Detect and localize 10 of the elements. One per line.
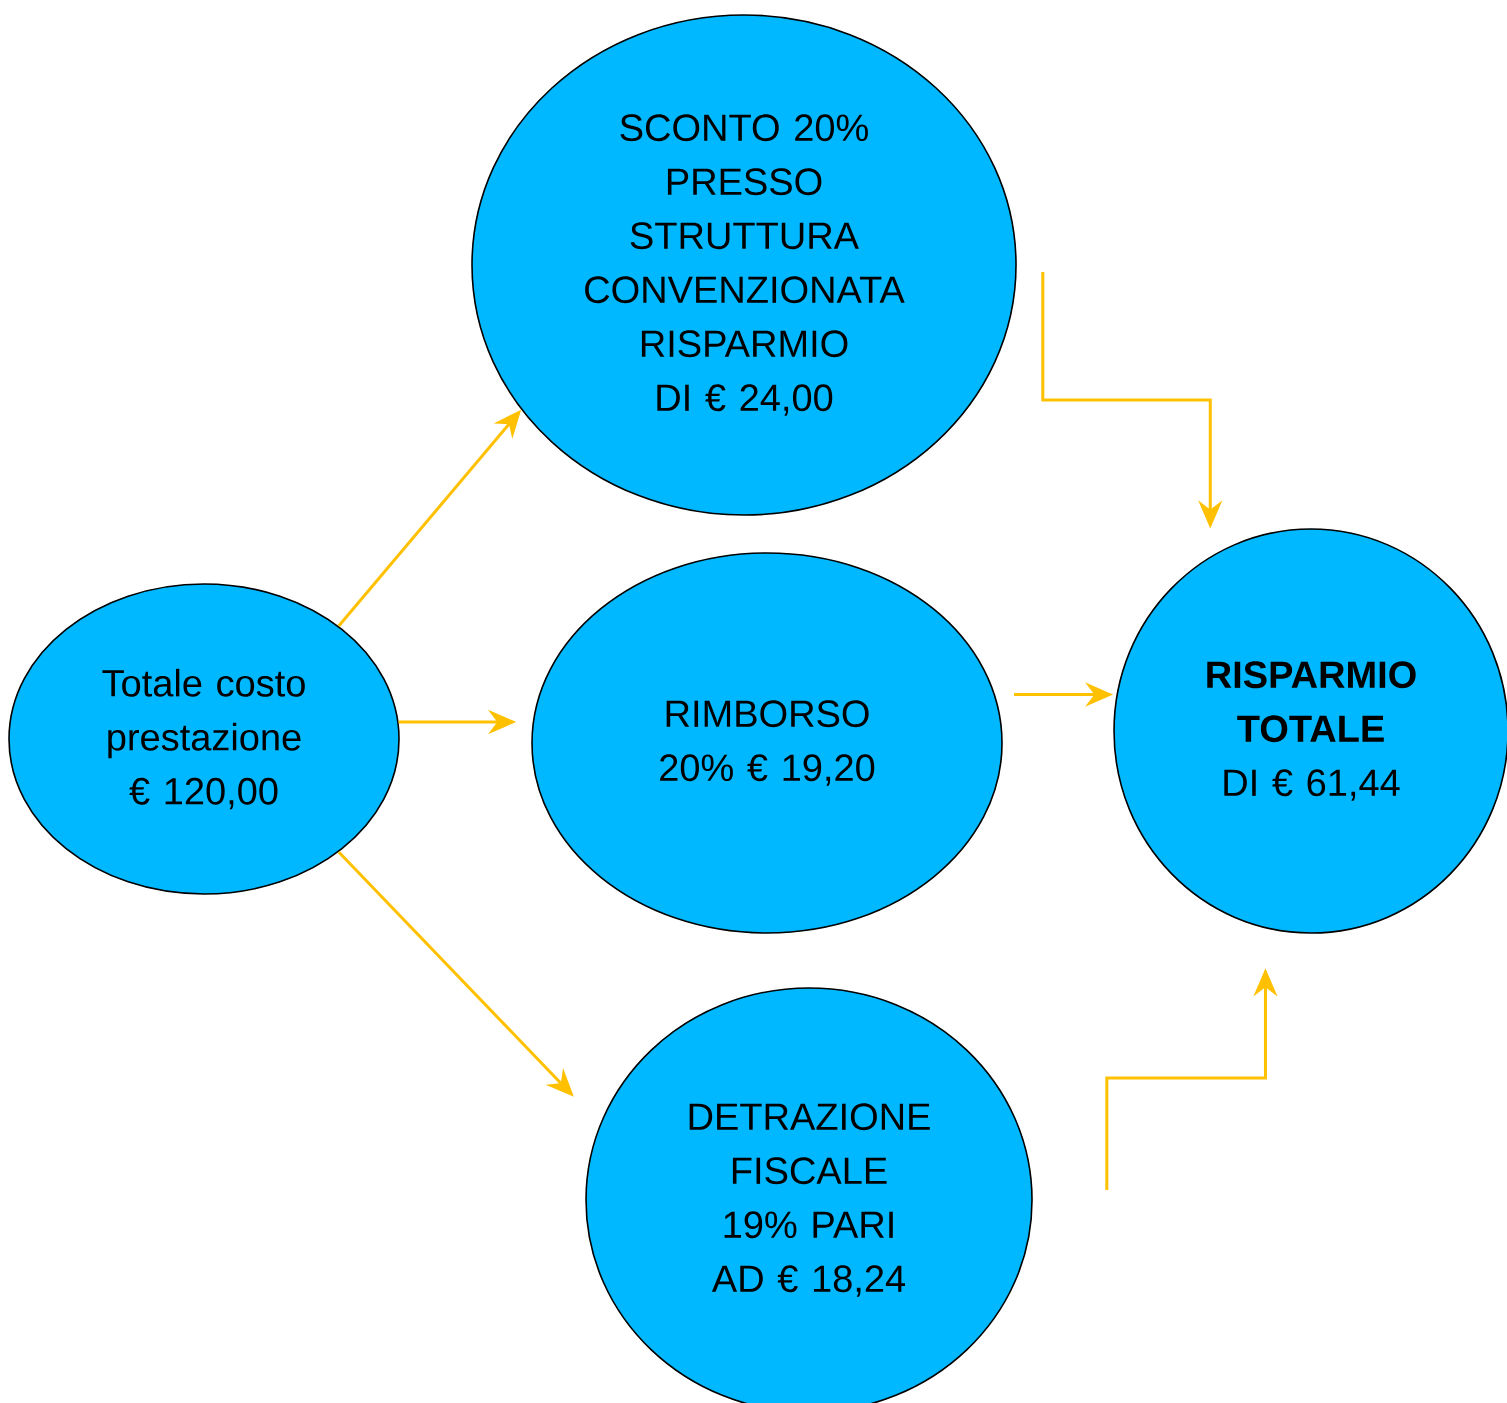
ellipse-node — [471, 14, 1017, 516]
ellipse-node — [531, 552, 1003, 934]
node-text: Totale costo prestazione € 120,00 — [102, 668, 305, 810]
ellipse-node — [1113, 528, 1507, 934]
ellipse-node — [8, 583, 400, 895]
node-text: DETRAZIONE FISCALE 19% PARI AD € 18,24 — [689, 1103, 930, 1297]
node-text: RIMBORSO 20% € 19,20 — [660, 700, 875, 786]
node-text: RISPARMIO TOTALE DI € 61,44 — [1207, 661, 1416, 801]
ellipse-node — [585, 987, 1033, 1403]
node-text: SCONTO 20% PRESSO STRUTTURA CONVENZIONATA RISPARMIO DI € 24,00 — [585, 114, 905, 416]
